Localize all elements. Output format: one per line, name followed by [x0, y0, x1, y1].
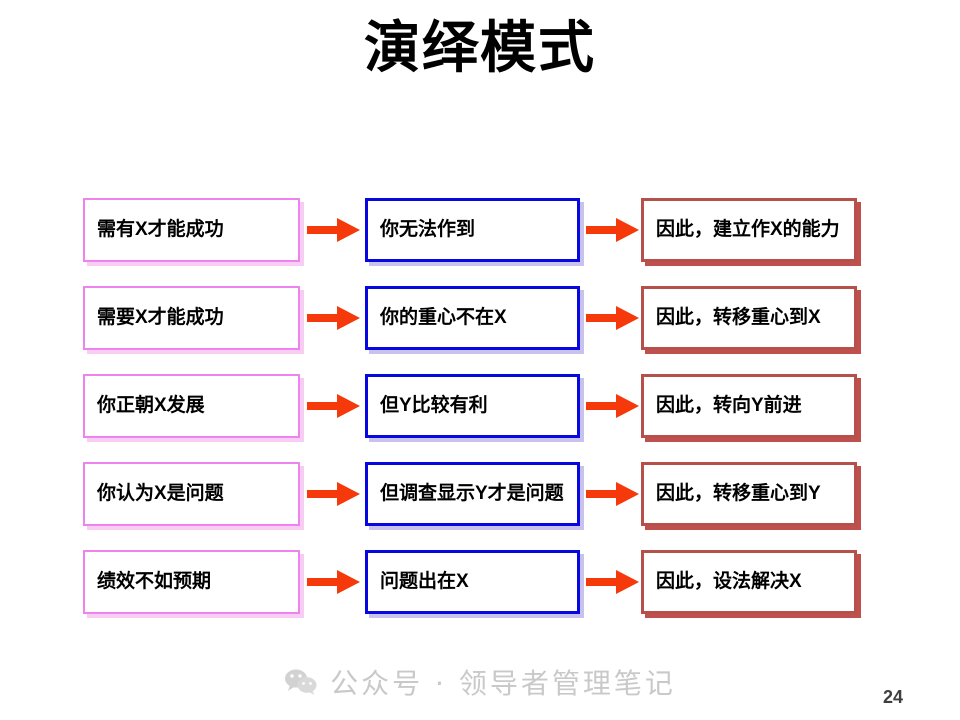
conclusion-box[interactable]: 因此，转移重心到X	[641, 286, 857, 350]
premise-label: 需要X才能成功	[97, 306, 224, 328]
arrow-obstacle-to-conclusion	[586, 216, 640, 244]
conclusion-label: 因此，转向Y前进	[656, 394, 802, 416]
conclusion-label: 因此，建立作X的能力	[656, 218, 840, 240]
arrow-obstacle-to-conclusion	[586, 392, 640, 420]
page-title: 演绎模式	[364, 16, 596, 79]
diagram-row: 需有X才能成功 你无法作到 因此，建立作X的能力	[0, 190, 960, 278]
diagram-row: 需要X才能成功 你的重心不在X 因此，转移重心到X	[0, 278, 960, 366]
conclusion-label: 因此，设法解决X	[656, 570, 802, 592]
conclusion-box[interactable]: 因此，设法解决X	[641, 550, 857, 614]
arrow-obstacle-to-conclusion	[586, 304, 640, 332]
premise-box[interactable]: 需有X才能成功	[83, 198, 300, 262]
obstacle-box[interactable]: 问题出在X	[365, 550, 580, 614]
footer-text: 公众号 · 领导者管理笔记	[330, 667, 676, 700]
arrow-obstacle-to-conclusion	[586, 568, 640, 596]
arrow-premise-to-obstacle	[307, 480, 361, 508]
arrow-obstacle-to-conclusion	[586, 480, 640, 508]
obstacle-box[interactable]: 你的重心不在X	[365, 286, 580, 350]
obstacle-box[interactable]: 你无法作到	[365, 198, 580, 262]
conclusion-box[interactable]: 因此，转移重心到Y	[641, 462, 857, 526]
obstacle-label: 但调查显示Y才是问题	[380, 482, 564, 504]
premise-box[interactable]: 绩效不如预期	[83, 550, 300, 614]
wechat-icon	[284, 668, 318, 696]
page-number: 24	[882, 687, 903, 707]
premise-label: 需有X才能成功	[97, 218, 224, 240]
arrow-premise-to-obstacle	[307, 216, 361, 244]
diagram-row: 你正朝X发展 但Y比较有利 因此，转向Y前进	[0, 366, 960, 454]
conclusion-label: 因此，转移重心到X	[656, 306, 821, 328]
conclusion-box[interactable]: 因此，转向Y前进	[641, 374, 857, 438]
premise-box[interactable]: 需要X才能成功	[83, 286, 300, 350]
arrow-premise-to-obstacle	[307, 392, 361, 420]
conclusion-box[interactable]: 因此，建立作X的能力	[641, 198, 857, 262]
premise-label: 你正朝X发展	[97, 394, 205, 416]
footer-watermark: 公众号 · 领导者管理笔记	[0, 662, 960, 702]
premise-box[interactable]: 你正朝X发展	[83, 374, 300, 438]
obstacle-label: 但Y比较有利	[380, 394, 488, 416]
obstacle-label: 你的重心不在X	[380, 306, 507, 328]
premise-label: 你认为X是问题	[97, 482, 224, 504]
obstacle-box[interactable]: 但Y比较有利	[365, 374, 580, 438]
arrow-premise-to-obstacle	[307, 304, 361, 332]
obstacle-label: 问题出在X	[380, 570, 469, 592]
premise-label: 绩效不如预期	[97, 570, 212, 592]
obstacle-label: 你无法作到	[380, 218, 476, 240]
conclusion-label: 因此，转移重心到Y	[656, 482, 821, 504]
obstacle-box[interactable]: 但调查显示Y才是问题	[365, 462, 580, 526]
premise-box[interactable]: 你认为X是问题	[83, 462, 300, 526]
diagram-row: 绩效不如预期 问题出在X 因此，设法解决X	[0, 542, 960, 630]
deductive-pattern-diagram: 需有X才能成功 你无法作到 因此，建立作X的能力 需要X才能成功	[0, 190, 960, 630]
arrow-premise-to-obstacle	[307, 568, 361, 596]
diagram-row: 你认为X是问题 但调查显示Y才是问题 因此，转移重心到Y	[0, 454, 960, 542]
